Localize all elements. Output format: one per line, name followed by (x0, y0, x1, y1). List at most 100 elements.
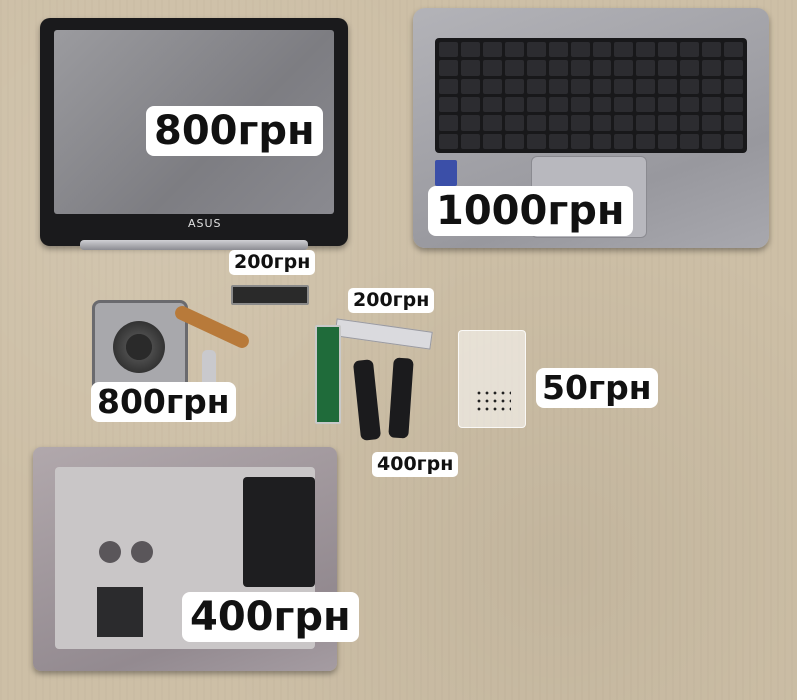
keyboard-key (548, 115, 568, 131)
keyboard-key (439, 42, 458, 58)
price-screws: 50грн (536, 368, 658, 409)
keyboard-key (724, 60, 743, 76)
keyboard-key (439, 115, 458, 131)
keyboard-key (614, 78, 634, 94)
small-connector-board (231, 285, 309, 305)
keyboard-key (482, 96, 502, 113)
keyboard-key (460, 96, 480, 113)
keyboard-key (460, 60, 480, 76)
keyboard-key (702, 96, 722, 113)
keyboard-key (614, 60, 634, 76)
speaker-right (388, 357, 414, 439)
price-io-board: 200грн (348, 288, 435, 313)
keyboard-key (526, 42, 546, 58)
keyboard-key (460, 42, 480, 58)
keyboard-key (504, 115, 524, 131)
keyboard-key (592, 115, 612, 131)
keyboard-key (482, 133, 502, 149)
speaker-left (352, 359, 382, 441)
bottom-case-hole (131, 541, 153, 563)
keyboard-key (702, 60, 722, 76)
keyboard-key (570, 78, 590, 94)
keyboard-key (724, 115, 743, 131)
display-hinge (80, 240, 308, 250)
cpu-sticker (435, 160, 457, 186)
keyboard-key (504, 133, 524, 149)
keyboard-key (504, 42, 524, 58)
keyboard-key (680, 42, 700, 58)
price-speakers: 400грн (372, 452, 459, 477)
keyboard-key (482, 78, 502, 94)
keyboard-key (702, 78, 722, 94)
keyboard-key (680, 133, 700, 149)
keyboard-key (460, 133, 480, 149)
bottom-case-pad (97, 587, 143, 637)
keyboard-key (570, 133, 590, 149)
keyboard-key (482, 115, 502, 131)
keyboard-key (570, 42, 590, 58)
keyboard-key (658, 42, 678, 58)
screws-bag (458, 330, 526, 428)
keyboard-key (526, 78, 546, 94)
keyboard-key (636, 115, 656, 131)
keyboard-key (680, 115, 700, 131)
keyboard-key (439, 78, 458, 94)
bottom-case-battery-pad (243, 477, 315, 587)
keyboard-key (658, 60, 678, 76)
display-brand-logo: ASUS (188, 217, 222, 230)
keyboard-key (548, 96, 568, 113)
keyboard-key (702, 133, 722, 149)
keyboard-key (702, 42, 722, 58)
bottom-case-hole (99, 541, 121, 563)
keyboard-key (460, 115, 480, 131)
screws (475, 389, 511, 413)
keyboard-key (504, 60, 524, 76)
price-topcase: 1000грн (428, 186, 633, 236)
cooling-fan-heatsink (92, 290, 252, 420)
price-display: 800грн (146, 106, 323, 156)
keyboard-key (636, 42, 656, 58)
keyboard-key (636, 60, 656, 76)
keyboard-key (658, 133, 678, 149)
keyboard-key (680, 78, 700, 94)
keyboard-key (724, 42, 743, 58)
io-board (315, 325, 341, 424)
keyboard-key (570, 60, 590, 76)
price-small-board: 200грн (229, 250, 316, 275)
price-bottom-case: 400грн (182, 592, 359, 642)
price-cooler: 800грн (91, 382, 236, 423)
keyboard-key (592, 42, 612, 58)
keyboard-key (548, 78, 568, 94)
keyboard-key (526, 115, 546, 131)
keyboard-key (548, 133, 568, 149)
keyboard-key (504, 78, 524, 94)
keyboard-key (636, 78, 656, 94)
keyboard-key (482, 42, 502, 58)
keyboard-key (526, 96, 546, 113)
keyboard-key (570, 96, 590, 113)
keyboard-key (592, 60, 612, 76)
keyboard-key (614, 115, 634, 131)
keyboard-key (724, 96, 743, 113)
keyboard-key (636, 96, 656, 113)
keyboard-key (724, 133, 743, 149)
keyboard-key (658, 115, 678, 131)
keyboard-key (548, 42, 568, 58)
keyboard-key (592, 133, 612, 149)
fan-blades (113, 321, 165, 373)
keyboard-key (658, 78, 678, 94)
keyboard-key (614, 42, 634, 58)
keyboard-key (680, 96, 700, 113)
keyboard-key (680, 60, 700, 76)
keyboard-key (482, 60, 502, 76)
keyboard-key (439, 60, 458, 76)
keyboard-key (702, 115, 722, 131)
keyboard-key (658, 96, 678, 113)
keyboard-key (439, 96, 458, 113)
keyboard-key (526, 60, 546, 76)
keyboard-key (526, 133, 546, 149)
keyboard-key (592, 78, 612, 94)
keyboard-key (460, 78, 480, 94)
keyboard-key (592, 96, 612, 113)
speakers (352, 357, 415, 442)
